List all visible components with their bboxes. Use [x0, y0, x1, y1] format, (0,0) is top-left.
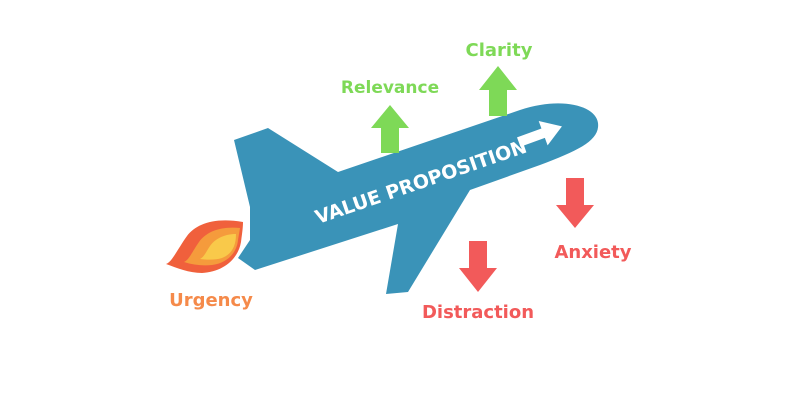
clarity-arrow-up-icon: [479, 66, 517, 116]
anxiety-arrow-down-icon: [556, 178, 594, 228]
plane-body: [234, 103, 599, 294]
relevance-label: Relevance: [341, 78, 439, 98]
distraction-arrow-down-icon: [459, 241, 497, 292]
flame-icon: [166, 220, 243, 273]
clarity-label: Clarity: [466, 40, 533, 61]
airplane-icon: VALUE PROPOSITION: [234, 103, 599, 294]
distraction-label: Distraction: [422, 302, 534, 323]
urgency-label: Urgency: [169, 290, 253, 311]
plane-direction-arrow: [517, 120, 562, 147]
anxiety-label: Anxiety: [554, 242, 631, 263]
relevance-arrow-up-icon: [371, 105, 409, 153]
